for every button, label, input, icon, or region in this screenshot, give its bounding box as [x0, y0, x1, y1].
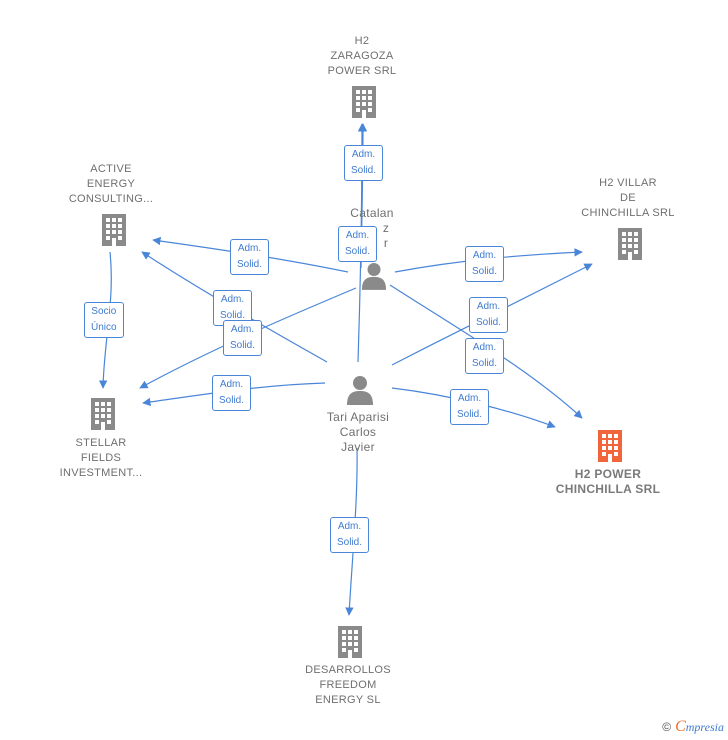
building-icon[interactable] [102, 214, 126, 246]
label-line: STELLAR [75, 437, 127, 449]
label-line: ACTIVE [90, 163, 132, 175]
edge-label-adm-solid[interactable]: Adm. Solid. [212, 375, 252, 411]
edge-label-adm-solid[interactable]: Adm. Solid. [330, 517, 370, 553]
copyright-symbol: © [662, 720, 672, 734]
label-line: INVESTMENT... [59, 467, 143, 479]
node-label-active-energy[interactable]: ACTIVE ENERGY CONSULTING... [56, 162, 166, 207]
label-line: CHINCHILLA SRL [581, 207, 675, 219]
node-label-h2-zaragoza[interactable]: H2 ZARAGOZA POWER SRL [312, 34, 412, 79]
label-line: CHINCHILLA SRL [555, 482, 661, 496]
label-line: ENERGY [86, 178, 136, 190]
edge-label-adm-solid[interactable]: Adm. Solid. [465, 338, 505, 374]
label-line: ENERGY SL [315, 694, 381, 706]
label-line: Carlos [339, 425, 377, 439]
label-line: FIELDS [80, 452, 122, 464]
label-line: Javier [341, 440, 375, 454]
edge-label-adm-solid[interactable]: Adm. Solid. [223, 320, 263, 356]
label-line: H2 [354, 35, 370, 47]
node-label-tari[interactable]: Tari Aparisi Carlos Javier [310, 410, 406, 455]
label-line: Tari Aparisi [326, 410, 390, 424]
label-line: ZARAGOZA [330, 50, 394, 62]
label-line: FREEDOM [319, 679, 377, 691]
edge-label-adm-solid[interactable]: Adm. Solid. [450, 389, 490, 425]
building-icon-highlight[interactable] [598, 430, 622, 462]
label-line: DESARROLLOS [305, 664, 391, 676]
brand-logo-letter: C [675, 718, 686, 735]
edge-label-adm-solid[interactable]: Adm. Solid. [344, 145, 384, 181]
label-line: z [382, 221, 390, 235]
edge-label-socio-unico[interactable]: Socio Único [84, 302, 124, 338]
edge-label-adm-solid[interactable]: Adm. Solid. [230, 239, 270, 275]
brand-name: mpresia [685, 720, 724, 734]
node-label-desarrollos[interactable]: DESARROLLOS FREEDOM ENERGY SL [296, 663, 400, 708]
node-label-h2-villar[interactable]: H2 VILLAR DE CHINCHILLA SRL [572, 176, 684, 221]
person-icon[interactable] [361, 263, 387, 290]
edge-label-adm-solid[interactable]: Adm. Solid. [338, 226, 378, 262]
building-icon[interactable] [338, 626, 362, 658]
node-label-stellar[interactable]: STELLAR FIELDS INVESTMENT... [46, 436, 156, 481]
label-line: POWER SRL [327, 65, 397, 77]
edge-label-adm-solid[interactable]: Adm. Solid. [469, 297, 509, 333]
building-icon[interactable] [91, 398, 115, 430]
label-line: H2 VILLAR [599, 177, 657, 189]
person-icons [347, 263, 387, 405]
node-label-catalan[interactable]: Catalan z r [340, 206, 404, 251]
label-line: Catalan [350, 206, 394, 220]
label-line: H2 POWER [574, 467, 642, 481]
node-label-h2-chinchilla[interactable]: H2 POWER CHINCHILLA SRL [548, 467, 668, 497]
label-line: r [383, 236, 389, 250]
edge-label-adm-solid[interactable]: Adm. Solid. [465, 246, 505, 282]
label-line: CONSULTING... [68, 193, 154, 205]
label-line: DE [620, 192, 636, 204]
person-icon[interactable] [347, 376, 373, 405]
brand-footer[interactable]: ©Cmpresia [662, 718, 724, 736]
building-icon[interactable] [618, 228, 642, 260]
building-icon[interactable] [352, 86, 376, 118]
